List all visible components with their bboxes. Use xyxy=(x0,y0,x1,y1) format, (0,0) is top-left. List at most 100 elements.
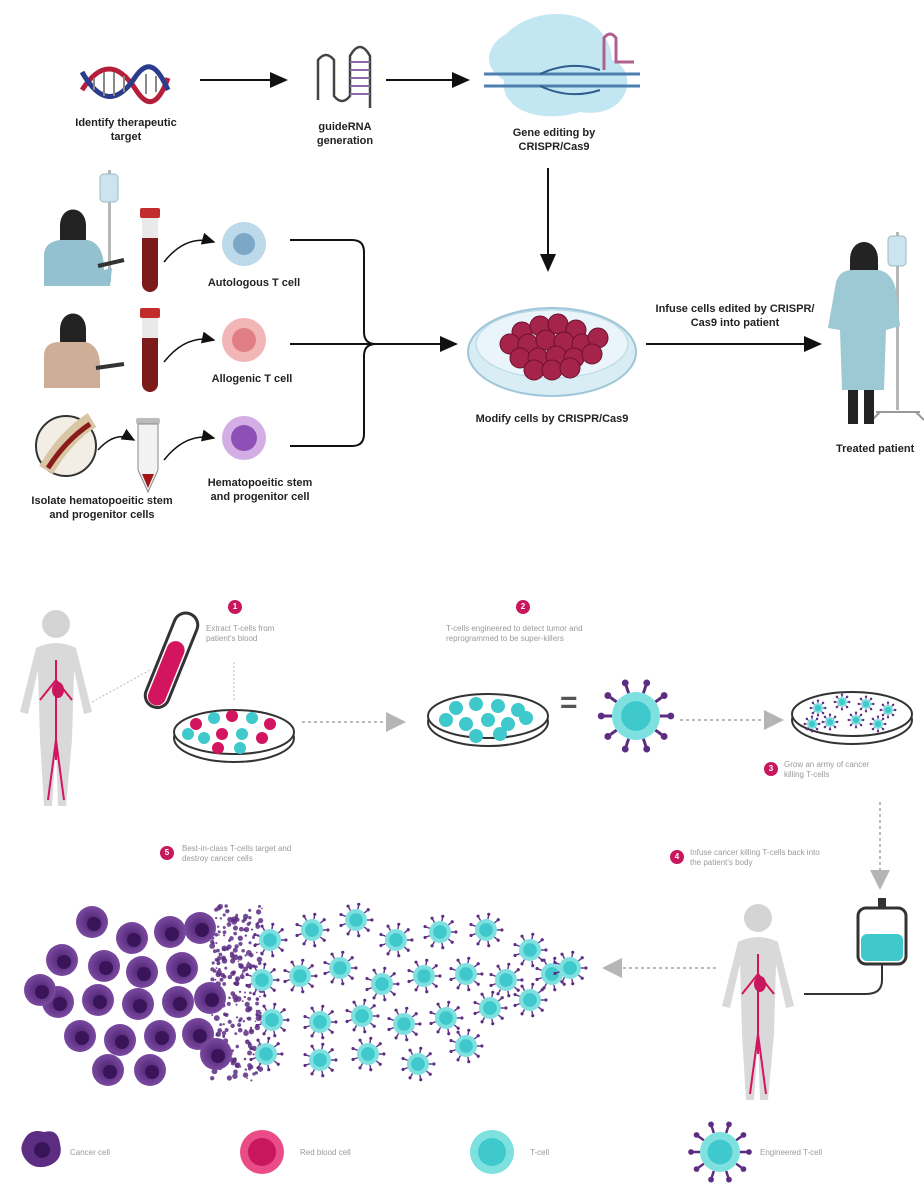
label-modify-cells: Modify cells by CRISPR/Cas9 xyxy=(475,413,629,425)
engineered-tcells-swarm xyxy=(245,902,588,1082)
tcell xyxy=(481,713,495,727)
debris-particle xyxy=(255,951,258,954)
debris-particle xyxy=(233,1057,237,1060)
debris-particle xyxy=(224,1028,229,1032)
debris-particle xyxy=(248,941,252,945)
debris-particle xyxy=(227,1019,232,1024)
debris-particle xyxy=(239,956,242,959)
debris-particle xyxy=(219,977,224,982)
debris-particle xyxy=(224,966,228,970)
debris-particle xyxy=(249,1026,253,1030)
engineered-tcell xyxy=(339,902,374,938)
debris-particle xyxy=(234,944,239,949)
cancer-nucleus xyxy=(75,1031,89,1045)
engineered-tcell xyxy=(283,958,318,994)
debris-particle xyxy=(230,1023,235,1029)
cancer-nucleus xyxy=(177,963,191,977)
debris-particle xyxy=(248,1028,255,1035)
cancer-nucleus xyxy=(57,955,71,969)
tcell xyxy=(198,732,210,744)
tcell xyxy=(501,717,515,731)
cas9-icon xyxy=(484,14,640,117)
debris-particle xyxy=(261,907,263,910)
debris-particle xyxy=(222,1034,226,1038)
engineered-tcell xyxy=(407,958,442,994)
tcells-group xyxy=(439,697,533,743)
guide-rna-icon xyxy=(316,45,372,108)
debris-particle xyxy=(214,916,218,920)
patient-allogenic-icon xyxy=(44,313,125,388)
engineered-tcell xyxy=(469,912,504,948)
legend-engineered-icon xyxy=(688,1121,752,1183)
mixed-cells-group xyxy=(182,710,276,754)
debris-particle xyxy=(223,1013,226,1017)
debris-particle xyxy=(242,1020,246,1023)
debris-particle xyxy=(215,967,218,970)
debris-particle xyxy=(222,925,226,929)
army-cells-group xyxy=(803,693,897,733)
tcell xyxy=(234,742,246,754)
debris-particle xyxy=(247,1006,253,1012)
engineered-tcell xyxy=(429,1000,464,1036)
debris-particle xyxy=(248,916,252,920)
debris-particle xyxy=(250,1079,253,1082)
debris-particle xyxy=(222,1023,225,1026)
debris-particle xyxy=(247,1066,252,1071)
label-hspc: Hematopoeitic stem and progenitor cell xyxy=(207,477,313,503)
debris-particle xyxy=(258,1009,261,1012)
edited-cell xyxy=(523,359,545,381)
rbc-cell xyxy=(216,728,228,740)
tcell xyxy=(439,713,453,727)
treated-patient-icon xyxy=(828,232,924,424)
arrow-tube-to-autologous xyxy=(163,232,216,263)
debris-particle xyxy=(255,1015,262,1022)
debris-particle xyxy=(211,1014,214,1017)
debris-particle xyxy=(246,1017,250,1020)
engineered-tcell-icon xyxy=(597,679,675,753)
edited-cells-cluster xyxy=(499,313,609,381)
hspc-nucleus xyxy=(231,425,257,451)
debris-particle xyxy=(255,1009,260,1014)
mixed-cells-dish-icon xyxy=(173,709,295,763)
debris-particle xyxy=(211,942,215,945)
debris-particle xyxy=(243,966,249,972)
step-badge-3: 3 xyxy=(764,762,778,776)
debris-particle xyxy=(258,1011,262,1015)
debris-particle xyxy=(245,1009,248,1012)
debris-particle xyxy=(212,949,217,954)
debris-particle xyxy=(224,904,228,908)
legend-rbc-icon xyxy=(240,1130,284,1174)
debris-particle xyxy=(233,931,237,936)
debris-particle xyxy=(222,982,227,986)
debris-particle xyxy=(234,976,241,982)
debris-particle xyxy=(239,974,245,980)
patient-autologous-icon xyxy=(44,170,125,286)
debris-particle xyxy=(222,973,225,976)
step-text-2: T-cells engineered to detect tumor and r… xyxy=(446,624,583,643)
debris-particle xyxy=(216,905,222,911)
debris-particle xyxy=(244,934,248,937)
debris-particle xyxy=(249,952,254,958)
engineered-tcell xyxy=(869,715,887,733)
dotted-line-body-to-tube xyxy=(91,669,151,703)
engineered-tcell xyxy=(253,922,288,958)
iv-bag-icon xyxy=(804,898,908,995)
debris-particle xyxy=(244,954,247,957)
debris-particle xyxy=(248,908,252,912)
debris-particle xyxy=(224,1013,229,1018)
engineered-tcell xyxy=(597,679,675,753)
debris-particle xyxy=(250,928,254,931)
engineered-tcell xyxy=(513,932,548,968)
debris-particle xyxy=(244,991,247,994)
cancer-nucleus xyxy=(155,1031,169,1045)
dna-icon xyxy=(79,64,171,105)
label-treated-patient: Treated patient xyxy=(836,443,915,455)
debris-particle xyxy=(257,961,262,965)
allogenic-nucleus xyxy=(232,328,256,352)
cancer-cells-group xyxy=(24,906,232,1086)
engineered-tcell xyxy=(688,1121,752,1183)
rbc-cell xyxy=(256,732,268,744)
tcell xyxy=(469,729,483,743)
edited-cell xyxy=(581,343,603,365)
tcell xyxy=(208,712,220,724)
